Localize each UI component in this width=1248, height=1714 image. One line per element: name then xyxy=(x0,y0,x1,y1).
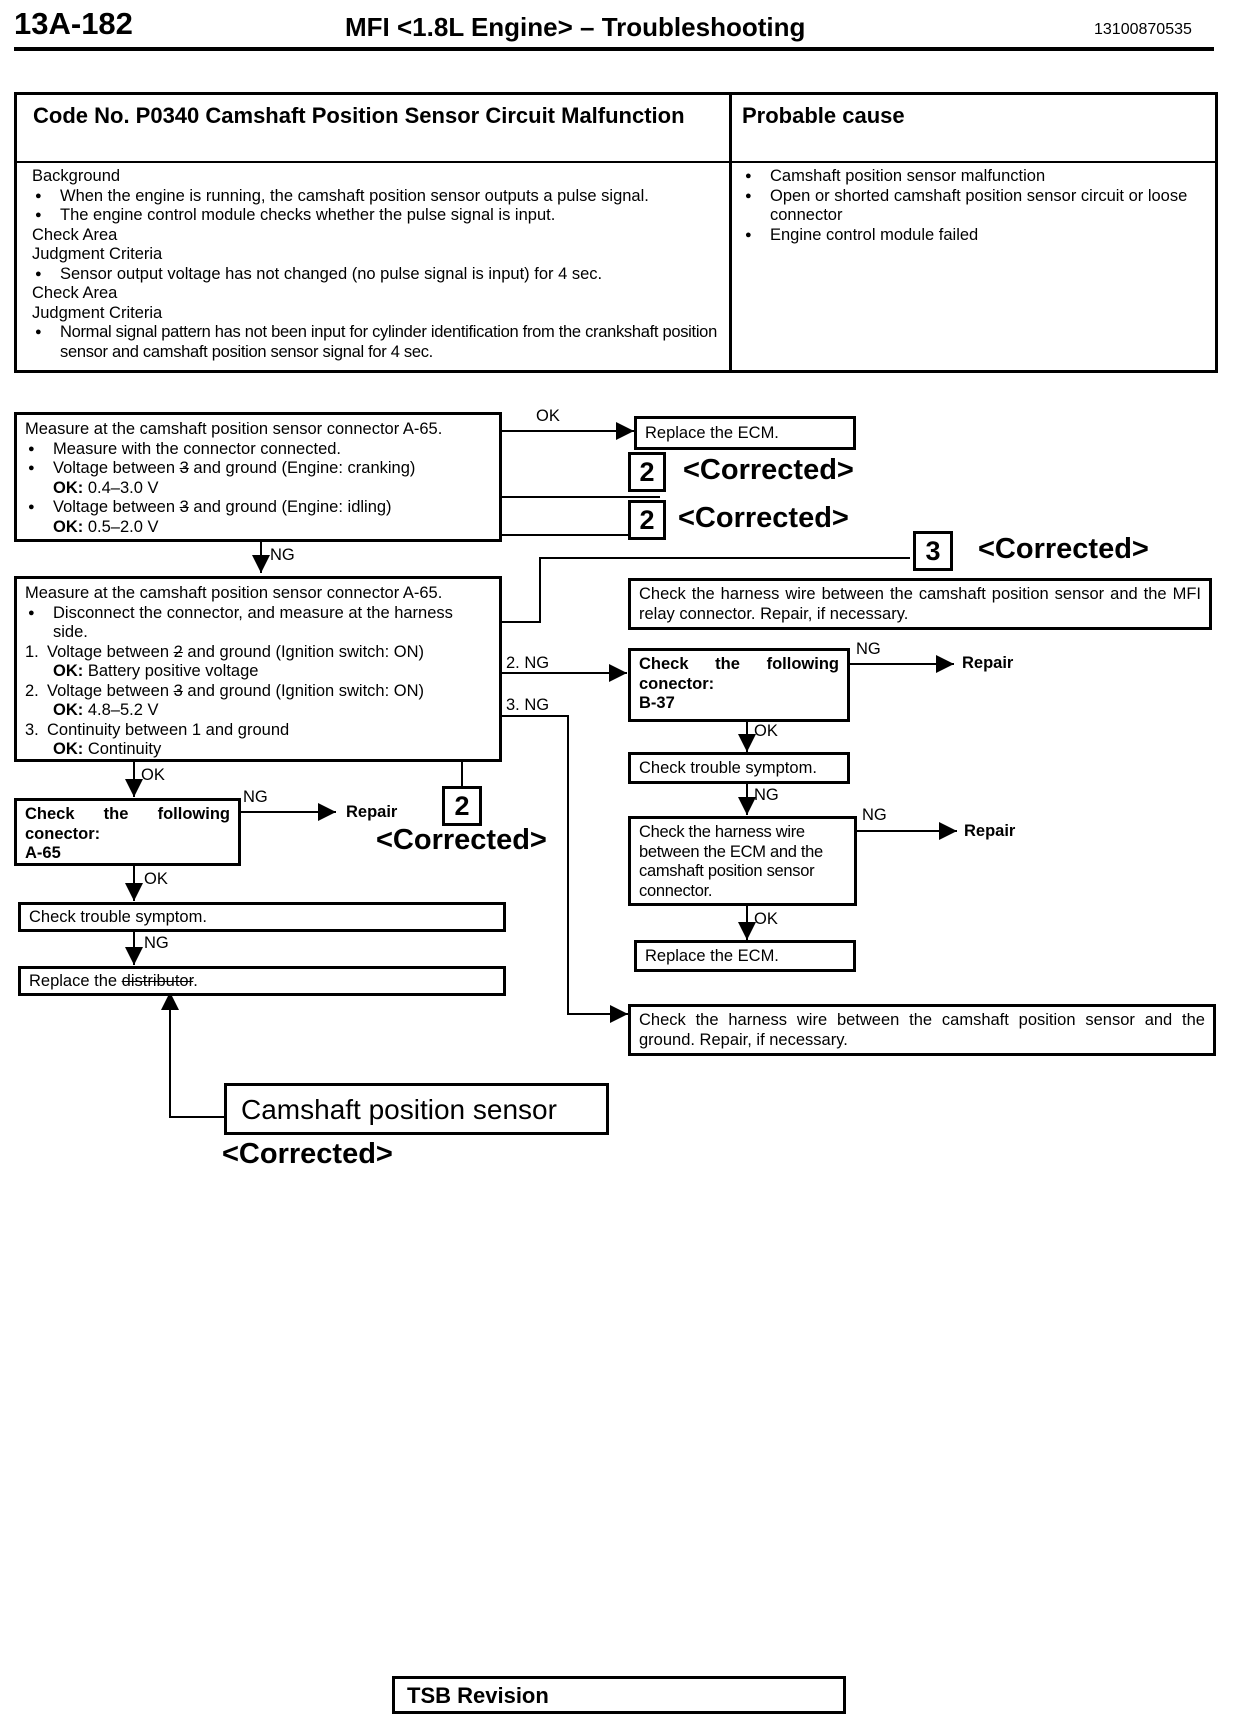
background-section: Background When the engine is running, t… xyxy=(32,167,722,362)
trouble-right-ng-label: NG xyxy=(754,786,779,804)
a65-ok-label: OK xyxy=(144,870,168,888)
cause-item: Engine control module failed xyxy=(742,226,1207,246)
correction-label: <Corrected> xyxy=(376,824,547,856)
judgment-item: Normal signal pattern has not been input… xyxy=(32,323,722,362)
box1-ok-line: OK: 0.5–2.0 V xyxy=(53,517,159,536)
flow-box-measure-disconnected: Measure at the camshaft position sensor … xyxy=(14,576,502,762)
connector-code: B-37 xyxy=(639,694,675,712)
code-table-header-rule xyxy=(17,161,1215,163)
connector-code: A-65 xyxy=(25,844,61,862)
replace-distributor-box: Replace the distributor. xyxy=(18,966,506,996)
check-trouble-symptom-left: Check trouble symptom. xyxy=(18,902,506,932)
probable-causes-list: Camshaft position sensor malfunction Ope… xyxy=(742,167,1207,245)
b37-ok-label: OK xyxy=(754,722,778,740)
replace-ecm-box-2: Replace the ECM. xyxy=(634,940,856,972)
check-connector-b37-box: Check the following conector: B-37 xyxy=(628,648,850,722)
box1-ok-label: OK xyxy=(536,407,560,425)
doc-code: 13100870535 xyxy=(1094,21,1192,38)
page-title: MFI <1.8L Engine> – Troubleshooting xyxy=(345,12,806,42)
box1-item: Voltage between 3 and ground (Engine: id… xyxy=(25,498,491,518)
box1-item: Voltage between 3 and ground (Engine: cr… xyxy=(25,459,491,479)
check-connector-a65-box: Check the following conector: A-65 xyxy=(14,798,241,866)
box2-3ng-label: 3. NG xyxy=(506,696,550,714)
tsb-revision-box: TSB Revision xyxy=(392,1676,846,1714)
a65-ng-label: NG xyxy=(243,788,268,806)
cause-item: Open or shorted camshaft position sensor… xyxy=(742,187,1207,226)
correction-number-badge: 2 xyxy=(628,452,666,492)
repair-label: Repair xyxy=(964,822,1016,840)
box2-title: Measure at the camshaft position sensor … xyxy=(25,584,443,602)
flow-box-measure-connected: Measure at the camshaft position sensor … xyxy=(14,412,502,542)
box2-ok-line: OK: Battery positive voltage xyxy=(53,662,259,680)
box1-ok-line: OK: 0.4–3.0 V xyxy=(53,478,159,497)
repair-label: Repair xyxy=(962,654,1014,672)
trouble-left-ng-label: NG xyxy=(144,934,169,952)
harness-ecm-ng-label: NG xyxy=(862,806,887,824)
repair-label: Repair xyxy=(346,803,398,821)
correction-label: <Corrected> xyxy=(222,1138,393,1170)
harness-ecm-ok-label: OK xyxy=(754,910,778,928)
box2-ok-label: OK xyxy=(141,766,165,784)
judgment-criteria-label: Judgment Criteria xyxy=(32,245,163,263)
box1-ng-label: NG xyxy=(270,546,295,564)
struck-word: distributor xyxy=(121,972,194,990)
b37-ng-label: NG xyxy=(856,640,881,658)
arrow-3ng xyxy=(502,715,628,1023)
box2-ok-line: OK: Continuity xyxy=(53,740,162,758)
box2-step: 1.Voltage between 2 and ground (Ignition… xyxy=(25,642,425,661)
judgment-item: Sensor output voltage has not changed (n… xyxy=(32,265,722,285)
correction-number-badge: 3 xyxy=(913,531,953,571)
replace-ecm-box-1: Replace the ECM. xyxy=(634,416,856,450)
correction-number-badge: 2 xyxy=(628,500,666,540)
box1-item: Measure with the connector connected. xyxy=(25,440,491,460)
background-item: The engine control module checks whether… xyxy=(32,206,722,226)
check-trouble-symptom-right: Check trouble symptom. xyxy=(628,752,850,784)
code-heading: Code No. P0340 Camshaft Position Sensor … xyxy=(33,103,685,128)
correction-label: <Corrected> xyxy=(683,454,854,486)
box2-step: 2.Voltage between 3 and ground (Ignition… xyxy=(25,681,425,700)
correction-note-box: Camshaft position sensor xyxy=(224,1083,609,1135)
probable-cause-heading: Probable cause xyxy=(742,103,905,128)
judgment-criteria-label: Judgment Criteria xyxy=(32,303,163,322)
page-number: 13A-182 xyxy=(14,6,133,41)
correction-label: <Corrected> xyxy=(678,502,849,534)
struck-pin: 3 xyxy=(173,681,183,700)
harness-mfi-relay-box: Check the harness wire between the camsh… xyxy=(628,578,1212,630)
background-label: Background xyxy=(32,167,121,185)
struck-pin: 3 xyxy=(179,498,189,516)
box2-step: 3.Continuity between 1 and ground xyxy=(25,720,290,739)
correction-label: <Corrected> xyxy=(978,533,1149,565)
box2-2ng-label: 2. NG xyxy=(506,654,550,672)
struck-pin: 3 xyxy=(179,459,189,477)
struck-pin: 2 xyxy=(173,642,183,661)
harness-ecm-box: Check the harness wire between the ECM a… xyxy=(628,816,857,906)
correction-line-5 xyxy=(161,992,224,1118)
code-table: Code No. P0340 Camshaft Position Sensor … xyxy=(14,92,1218,373)
check-area-label: Check Area xyxy=(32,284,118,302)
code-table-divider xyxy=(729,95,732,370)
correction-number-badge: 2 xyxy=(442,786,482,826)
box2-item: Disconnect the connector, and measure at… xyxy=(25,604,491,643)
box1-title: Measure at the camshaft position sensor … xyxy=(25,420,443,438)
box2-ok-line: OK: 4.8–5.2 V xyxy=(53,701,159,719)
harness-ground-box: Check the harness wire between the camsh… xyxy=(628,1004,1216,1056)
cause-item: Camshaft position sensor malfunction xyxy=(742,167,1207,187)
check-area-label: Check Area xyxy=(32,225,118,244)
background-item: When the engine is running, the camshaft… xyxy=(32,187,722,207)
